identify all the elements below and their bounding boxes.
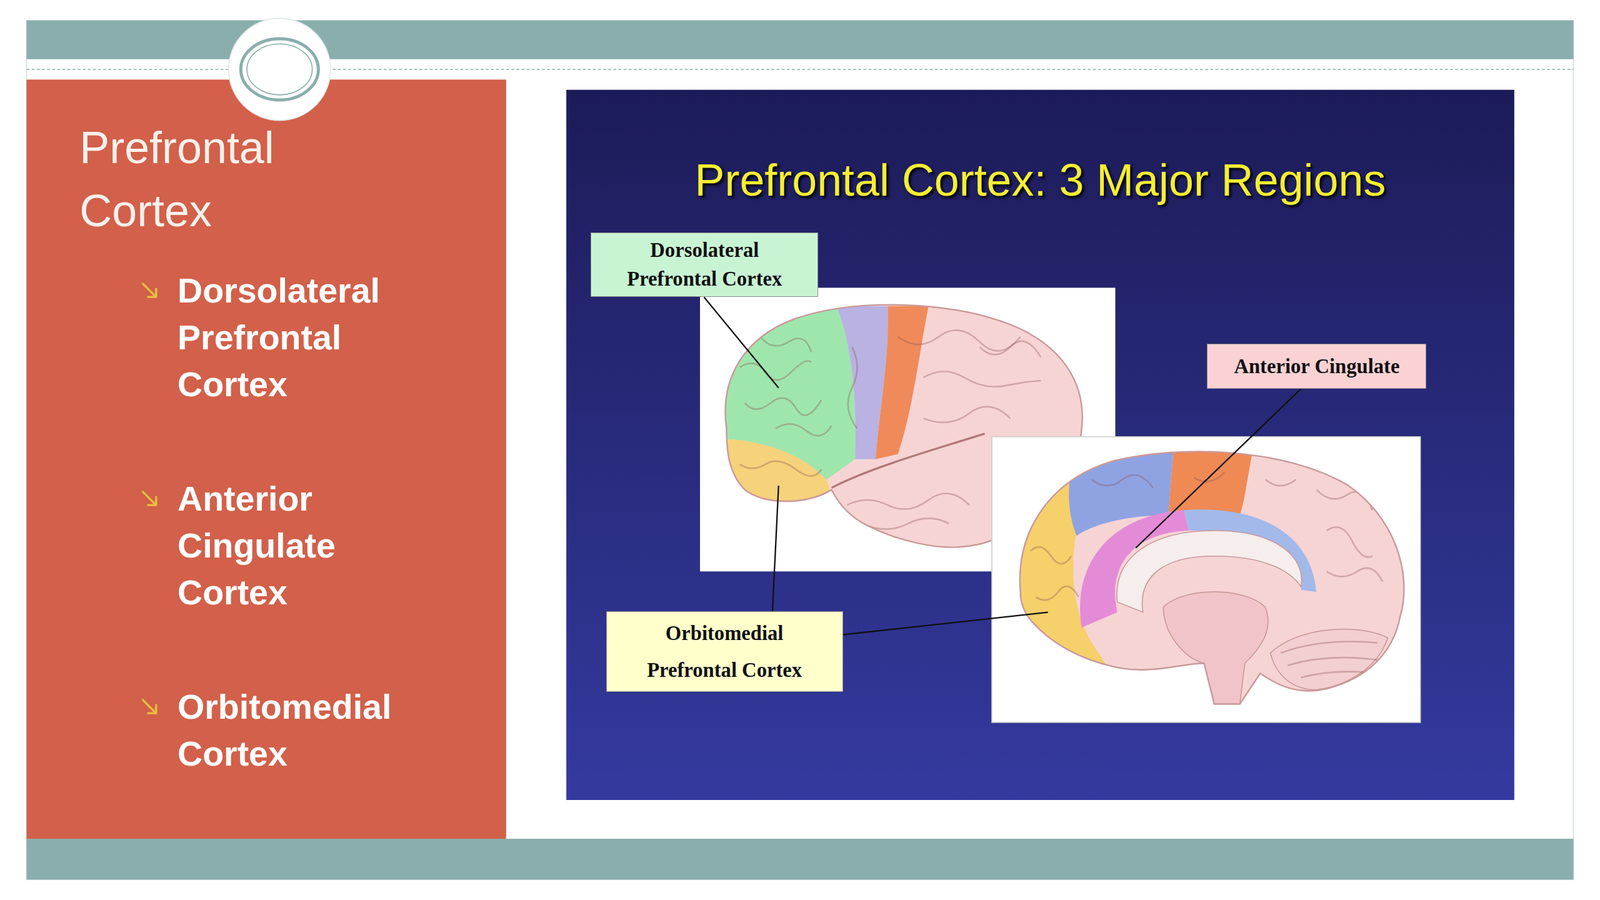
gyrus-line: [740, 361, 812, 381]
leader-line: [843, 612, 1049, 635]
ornament-ring: [240, 38, 319, 100]
leader-line: [772, 485, 779, 612]
bullet-item: Anterior Cingulate Cortex: [177, 475, 433, 617]
brain-outline: [1020, 451, 1404, 705]
bullet-arrow: [143, 700, 157, 714]
text-slot: Dorsolateral Prefrontal Cortex: [177, 267, 433, 409]
region-label-text: Dorsolateral Prefrontal Cortex: [610, 236, 799, 294]
gyrus-line: [740, 461, 822, 477]
leader-line: [1135, 388, 1301, 549]
motor-region: [875, 306, 929, 460]
gyrus-line: [1316, 490, 1373, 511]
slide-frame: [26, 20, 1574, 880]
gyri: [1030, 472, 1383, 678]
bullet-item: Orbitomedial Cortex: [177, 683, 433, 778]
gyrus-line: [923, 406, 1011, 423]
region-label: Orbitomedial Prefrontal Cortex: [606, 611, 844, 692]
figure-title: Prefrontal Cortex: 3 Major Regions: [566, 153, 1515, 207]
ornament-ring: [246, 43, 312, 95]
brainstem: [1163, 591, 1269, 705]
region-label-text: Orbitomedial Prefrontal Cortex: [630, 615, 819, 689]
cerebellum: [1270, 629, 1389, 690]
gyrus-line: [760, 336, 812, 352]
gyrus-line: [979, 341, 1041, 358]
text-slot: Prefrontal Cortex: 3 Major Regions: [566, 153, 1515, 207]
bullet-arrow: [143, 283, 157, 297]
gyrus-line: [775, 423, 832, 436]
region-label: Anterior Cingulate: [1206, 343, 1427, 389]
gyrus-line: [1280, 641, 1378, 654]
gyrus-line: [1326, 527, 1372, 558]
gyrus-line: [898, 330, 1021, 351]
blue-panel: [566, 90, 1515, 800]
gyrus-line: [1265, 479, 1296, 486]
gyrus-line: [745, 398, 822, 416]
bullet-arrow: [143, 491, 157, 505]
text-slot: Prefrontal Cortex: [79, 116, 386, 244]
gyrus-line: [923, 371, 1042, 387]
paracentral-region: [1168, 448, 1254, 515]
ornament-circle: [228, 18, 331, 120]
gyrus-line: [1091, 475, 1154, 488]
figure-panel: Prefrontal Cortex: 3 Major RegionsDorsol…: [566, 90, 1515, 800]
gyrus-line: [1287, 657, 1380, 665]
region-label-text: Anterior Cingulate: [1233, 353, 1400, 380]
brain-tissue: [1010, 443, 1414, 709]
region-label: Dorsolateral Prefrontal Cortex: [590, 232, 819, 297]
bottom-bar: [26, 838, 1574, 880]
medial-brain: [1010, 443, 1414, 709]
bullet-arrows: [143, 283, 157, 714]
slide-title: Prefrontal Cortex: [79, 116, 386, 244]
text-slot: Orbitomedial Cortex: [177, 683, 433, 778]
gyrus-line: [867, 518, 950, 529]
gyrus-line: [1030, 546, 1072, 564]
gyrus-line: [846, 493, 970, 510]
gyrus-line: [848, 346, 858, 429]
gyrus-line: [1035, 586, 1079, 600]
gyrus-line: [1326, 568, 1383, 582]
bullet-item: Dorsolateral Prefrontal Cortex: [177, 267, 433, 409]
lateral-fissure: [831, 433, 985, 489]
orbital-region: [714, 438, 837, 510]
text-slot: Anterior Cingulate Cortex: [177, 475, 433, 617]
leader-line: [704, 296, 779, 388]
left-panel: [26, 79, 506, 839]
